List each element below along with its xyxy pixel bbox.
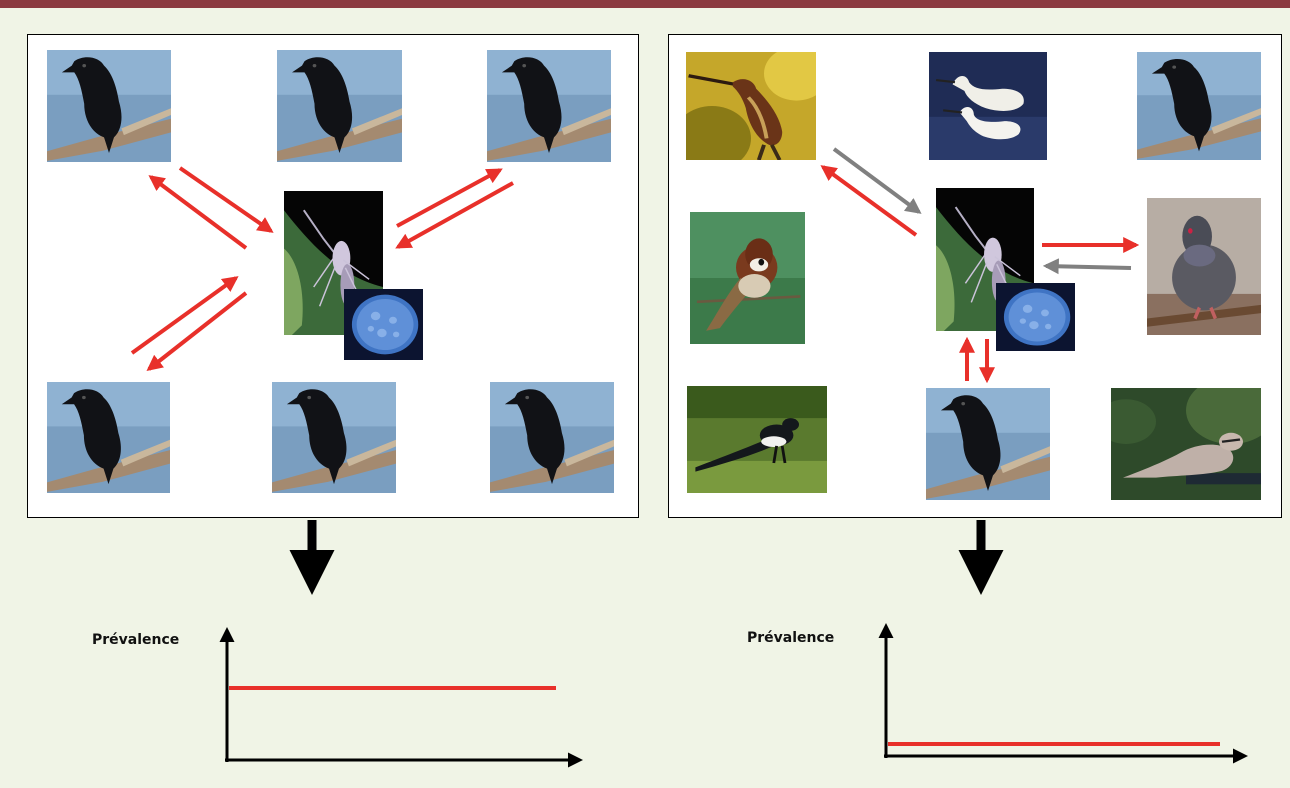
- transmission-arrow: [148, 175, 248, 250]
- transmission-arrow: [396, 168, 503, 228]
- transmission-arrow: [820, 165, 918, 237]
- transmission-arrow: [146, 291, 248, 371]
- crow-photo: [490, 382, 614, 493]
- crow-photo: [47, 50, 171, 162]
- transmission-arrow: [178, 166, 274, 233]
- crow-photo: [277, 50, 402, 162]
- prevalence-label: Prévalence: [747, 630, 835, 646]
- crow-photo: [47, 382, 170, 493]
- egret-photo: [929, 52, 1047, 160]
- virus-image: [344, 289, 423, 360]
- crow-photo: [487, 50, 611, 162]
- heron-photo: [686, 52, 816, 160]
- transmission-arrow: [130, 276, 239, 355]
- weak-transmission-arrow: [1042, 258, 1132, 275]
- virus-image: [996, 283, 1075, 351]
- crow-photo: [1137, 52, 1261, 160]
- magpie-photo: [687, 386, 827, 493]
- sparrow-photo: [690, 212, 805, 344]
- crow-photo: [272, 382, 396, 493]
- weak-transmission-arrow: [832, 147, 922, 214]
- transmission-arrow: [395, 181, 514, 249]
- crow-photo: [926, 388, 1050, 500]
- dove-photo: [1111, 388, 1261, 500]
- prevalence-label: Prévalence: [92, 632, 180, 648]
- top-bar: [0, 0, 1290, 8]
- pigeon-photo: [1147, 198, 1261, 335]
